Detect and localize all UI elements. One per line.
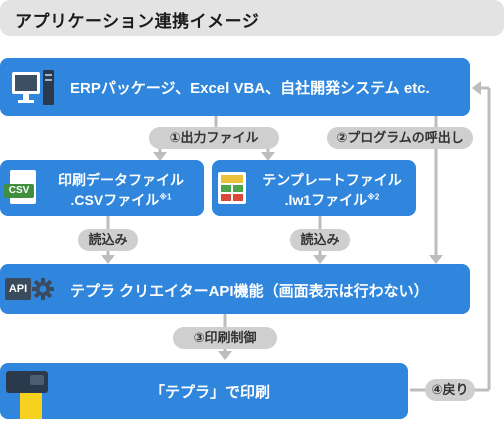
erp-systems-box: ERPパッケージ、Excel VBA、自社開発システム etc. bbox=[0, 58, 470, 116]
step-program-call-label: ②プログラムの呼出し bbox=[327, 127, 473, 149]
api-gear-icon: API bbox=[5, 274, 55, 304]
template-footnote-mark: ※2 bbox=[367, 192, 380, 202]
desktop-computer-icon bbox=[12, 70, 54, 105]
template-file-box: テンプレートファイル .lw1ファイル※2 bbox=[212, 160, 416, 216]
csv-box-title: 印刷データファイル bbox=[58, 172, 184, 188]
template-file-icon bbox=[218, 172, 246, 204]
step-output-label: ①出力ファイル bbox=[149, 127, 279, 149]
api-function-box: API テプラ クリエイターAPI機能（画面表示は行わない） bbox=[0, 264, 470, 314]
print-box: 「テプラ」で印刷 bbox=[0, 363, 408, 419]
csv-footnote-mark: ※1 bbox=[159, 192, 172, 202]
step-read-template-label: 読込み bbox=[290, 229, 350, 251]
csv-extension-label: .CSVファイル bbox=[70, 192, 160, 208]
label-printer-icon bbox=[6, 371, 52, 419]
gear-icon bbox=[32, 278, 54, 300]
csv-icon-label: CSV bbox=[4, 184, 34, 198]
print-label: 「テプラ」で印刷 bbox=[150, 384, 271, 401]
csv-file-box: CSV 印刷データファイル .CSVファイル※1 bbox=[0, 160, 204, 216]
csv-file-icon: CSV bbox=[4, 170, 38, 206]
erp-label: ERPパッケージ、Excel VBA、自社開発システム etc. bbox=[70, 80, 430, 97]
api-icon-label: API bbox=[5, 278, 31, 300]
template-box-subtitle: .lw1ファイル※2 bbox=[252, 190, 412, 210]
api-label: テプラ クリエイターAPI機能（画面表示は行わない） bbox=[70, 283, 429, 300]
step-print-control-label: ③印刷制御 bbox=[173, 327, 277, 349]
step-read-csv-label: 読込み bbox=[78, 229, 138, 251]
csv-box-subtitle: .CSVファイル※1 bbox=[46, 190, 196, 210]
template-box-title: テンプレートファイル bbox=[262, 172, 402, 188]
page-title: アプリケーション連携イメージ bbox=[0, 0, 504, 36]
step-return-label: ④戻り bbox=[425, 379, 475, 401]
template-extension-label: .lw1ファイル bbox=[284, 192, 368, 208]
